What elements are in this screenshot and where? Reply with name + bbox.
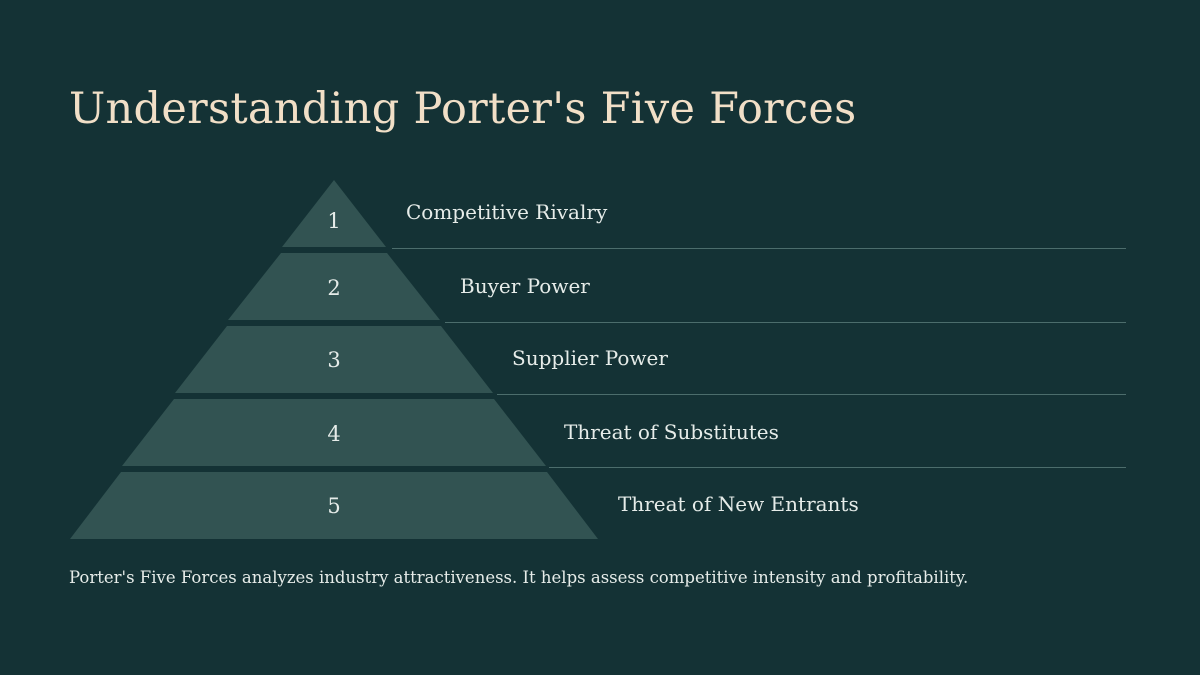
level-4-number: 4 [327,422,341,446]
slide-description: Porter's Five Forces analyzes industry a… [69,568,969,587]
level-divider [497,394,1126,395]
level-4-label: Threat of Substitutes [564,420,779,444]
pyramid-level-4-shape [122,399,546,466]
pyramid-level-1-shape [282,180,386,247]
level-2-label: Buyer Power [460,274,590,298]
level-2-number: 2 [327,276,341,300]
level-1-number: 1 [327,209,341,233]
slide-title: Understanding Porter's Five Forces [69,84,857,134]
pyramid-level-2-shape [228,253,440,320]
level-1-label: Competitive Rivalry [406,200,608,224]
level-divider [445,322,1126,323]
level-3-label: Supplier Power [512,346,668,370]
pyramid-level-5-shape [70,472,598,539]
pyramid-level-3-shape [175,326,493,393]
level-3-number: 3 [327,348,341,372]
level-5-number: 5 [327,494,341,518]
level-5-label: Threat of New Entrants [618,492,859,516]
level-divider [392,248,1126,249]
level-divider [549,467,1126,468]
